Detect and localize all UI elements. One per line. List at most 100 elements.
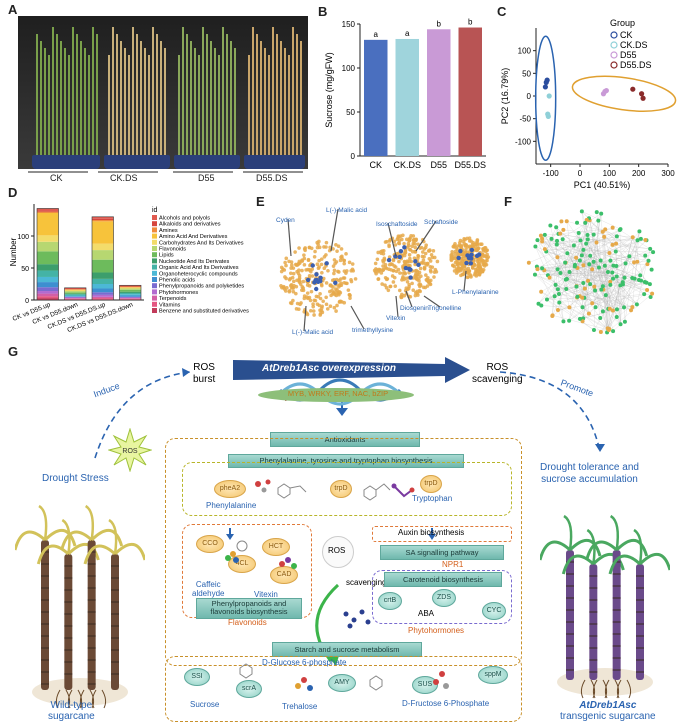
network-node xyxy=(575,220,580,225)
network-edge xyxy=(580,240,608,329)
stacked-bar xyxy=(64,287,87,301)
network-node xyxy=(332,271,336,276)
cane-leaf xyxy=(563,514,573,551)
network-edge xyxy=(582,260,611,308)
flavonoids-label: Flavonoids xyxy=(228,618,267,627)
stack-segment xyxy=(92,294,114,297)
network-node xyxy=(603,227,608,232)
cane-leaf xyxy=(633,528,643,565)
scra-gene: scrA xyxy=(236,680,262,698)
cane-stalk xyxy=(178,55,180,155)
network-node xyxy=(645,287,650,292)
network-node xyxy=(387,262,392,267)
network-node xyxy=(560,237,565,242)
network-edge xyxy=(586,219,649,261)
network-edge xyxy=(534,274,632,311)
stack-segment xyxy=(119,288,141,290)
network-node xyxy=(397,288,402,293)
network-node xyxy=(607,306,612,311)
wild-type-sugarcane-illustration xyxy=(15,504,145,709)
network-node xyxy=(295,278,299,283)
drought-tolerance-label: Drought tolerance and sucrose accumulati… xyxy=(540,462,639,486)
cane-stalk xyxy=(230,41,232,155)
network-node xyxy=(321,299,325,304)
cane-stalk xyxy=(272,27,274,155)
network-node xyxy=(294,291,298,296)
hub-node xyxy=(398,248,404,254)
network-node xyxy=(577,258,582,263)
phe-molecules xyxy=(255,479,307,499)
network-node xyxy=(374,267,378,271)
network-edge xyxy=(605,229,620,231)
network-edge xyxy=(546,299,595,331)
y-tick-label: 100 xyxy=(17,234,29,241)
network-node xyxy=(312,254,317,259)
network-node xyxy=(381,264,385,268)
network-node xyxy=(307,245,312,250)
stack-segment xyxy=(37,210,59,212)
stack-segment xyxy=(64,292,86,294)
network-node xyxy=(630,305,635,310)
network-node xyxy=(408,256,412,261)
network-node xyxy=(600,229,605,234)
network-node xyxy=(451,263,455,268)
cane-root xyxy=(626,679,632,699)
point-d55-ds xyxy=(639,91,645,97)
network-node xyxy=(480,269,485,274)
legend-swatch xyxy=(152,295,157,301)
label-arrow xyxy=(303,305,307,332)
legend-marker xyxy=(610,41,618,49)
y-tick-label: 0 xyxy=(351,152,356,161)
network-edge xyxy=(583,304,637,319)
cane-root xyxy=(79,689,85,709)
network-node xyxy=(598,258,603,263)
caffeic-line1: Caffeic xyxy=(195,580,221,589)
network-node xyxy=(332,258,337,262)
network-node xyxy=(544,297,549,302)
cane-root xyxy=(67,689,73,709)
network-node xyxy=(297,246,301,250)
transgenic-label: AtDreb1Asc transgenic sugarcane xyxy=(560,700,656,722)
network-node xyxy=(571,243,576,248)
network-node xyxy=(475,239,480,243)
network-node xyxy=(554,242,559,247)
network-node xyxy=(376,277,381,281)
cane-stalk xyxy=(116,34,118,155)
network-node xyxy=(315,302,320,306)
cane-stalk xyxy=(636,564,644,680)
network-node xyxy=(564,276,569,281)
network-node xyxy=(590,267,595,272)
network-node xyxy=(637,229,642,234)
transgenic-sugarcane-illustration xyxy=(540,514,670,699)
network-node xyxy=(381,251,386,256)
network-node xyxy=(479,242,484,247)
network-node xyxy=(428,282,433,287)
legend-title: Group xyxy=(610,18,635,28)
network-node xyxy=(332,305,337,310)
network-edge xyxy=(612,237,633,311)
stack-segment xyxy=(92,221,114,244)
network-edge xyxy=(536,266,590,314)
network-node xyxy=(347,260,352,265)
legend-label: Organic Acid And Its Derivatives xyxy=(159,265,239,271)
legend-label: Alkaloids and derivatives xyxy=(159,222,221,228)
legend-label: Alcohols and polyols xyxy=(159,216,210,222)
network-node xyxy=(300,268,304,273)
network-node xyxy=(614,234,619,239)
network-node xyxy=(611,276,616,281)
trans-line1: AtDreb1Asc xyxy=(579,700,637,711)
network-node xyxy=(416,242,420,247)
network-node xyxy=(632,276,637,281)
ros-burst-line2: burst xyxy=(193,374,216,385)
network-node xyxy=(429,278,433,283)
network-edge xyxy=(582,261,594,322)
cane-stalk xyxy=(60,41,62,155)
cane-stalk xyxy=(132,27,134,155)
network-node xyxy=(477,272,481,277)
network-node xyxy=(333,261,337,266)
stack-segment xyxy=(92,288,114,293)
cane-stalk xyxy=(156,34,158,155)
network-edge xyxy=(587,239,617,318)
metabolite-label: Schaftoside xyxy=(424,219,458,226)
hub-node xyxy=(314,272,319,277)
